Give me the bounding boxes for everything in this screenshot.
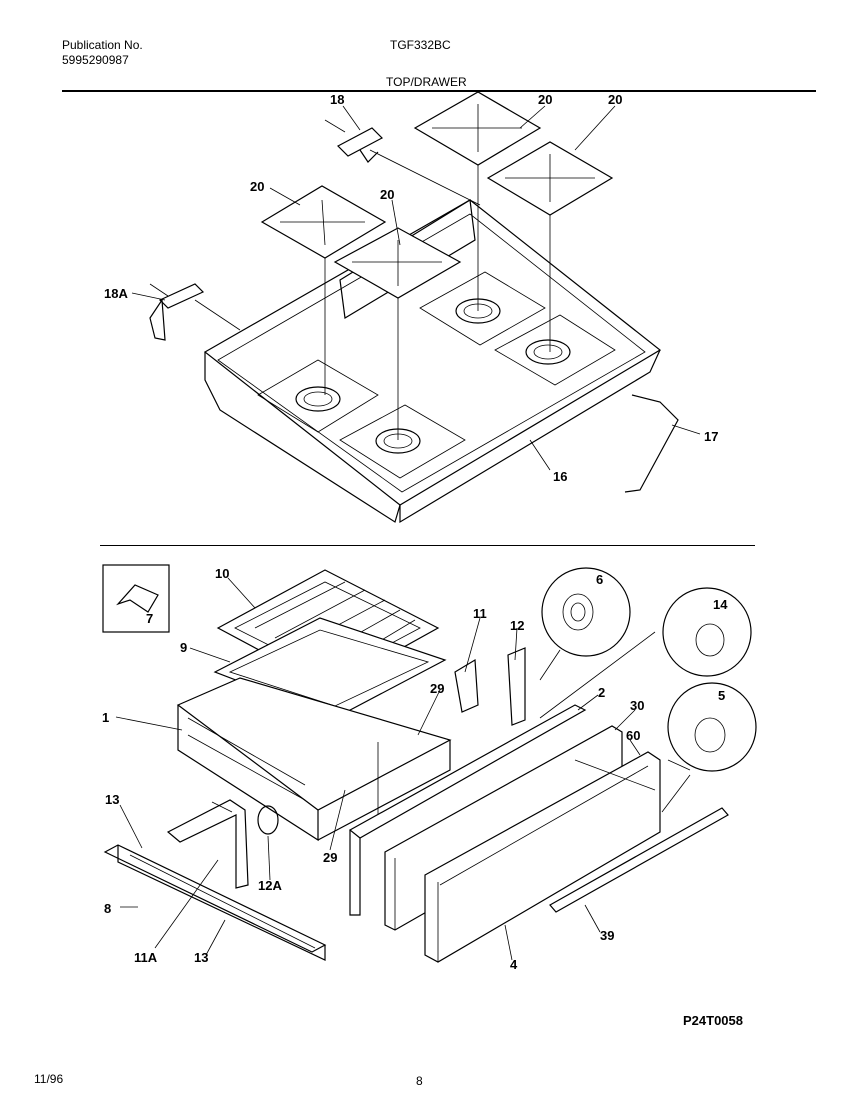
- part-7-clip: [116, 584, 159, 613]
- inset-box-7: [102, 564, 170, 633]
- callout-20: 20: [538, 92, 552, 107]
- callout-9: 9: [180, 640, 187, 655]
- bracket-12: [507, 647, 526, 726]
- callout-8: 8: [104, 901, 111, 916]
- bracket-11a: [166, 799, 249, 889]
- callout-18a: 18A: [104, 286, 128, 301]
- leaders-top: [131, 105, 701, 471]
- callout-18: 18: [330, 92, 344, 107]
- callout-11: 11: [473, 606, 487, 621]
- callout-39: 39: [600, 928, 614, 943]
- hinge-18: [324, 119, 481, 206]
- page-number: 8: [416, 1074, 423, 1088]
- cooktop-assembly: [203, 199, 662, 524]
- grate-rear-right: [486, 141, 614, 216]
- grate-left: [260, 185, 387, 268]
- knob-detail-5: [667, 682, 757, 772]
- outer-panel-4: [424, 751, 661, 963]
- leaders-bottom: [115, 577, 641, 961]
- callout-60: 60: [626, 728, 640, 743]
- support-rod-17: [624, 394, 679, 493]
- rail-13: [103, 844, 327, 961]
- callout-2: 2: [598, 685, 605, 700]
- burner-front-left: [257, 359, 379, 433]
- callout-11a: 11A: [134, 950, 158, 965]
- callout-20: 20: [608, 92, 622, 107]
- model-number: TGF332BC: [390, 38, 451, 52]
- callout-14: 14: [713, 597, 728, 612]
- callout-5: 5: [718, 688, 725, 703]
- callout-13: 13: [105, 792, 119, 807]
- section-title: TOP/DRAWER: [386, 75, 467, 89]
- callout-labels: 18 20 20 20 20 18A 16 17 7 10 9 1 11 12 …: [102, 92, 728, 972]
- grate-center: [333, 227, 462, 299]
- grate-rear-left: [413, 91, 542, 166]
- hinge-18a: [149, 283, 241, 341]
- callout-16: 16: [553, 469, 567, 484]
- callout-10: 10: [215, 566, 229, 581]
- header-rule: [62, 90, 816, 92]
- bracket-11: [454, 658, 479, 713]
- publication-label: Publication No.: [62, 38, 143, 52]
- drawer-body-1: [176, 677, 452, 842]
- callout-17: 17: [704, 429, 718, 444]
- knob-detail-14: [662, 587, 752, 677]
- screw-lines: [211, 742, 656, 815]
- footer-date: 11/96: [34, 1072, 64, 1086]
- callout-13: 13: [194, 950, 208, 965]
- drawing-id: P24T0058: [683, 1013, 743, 1028]
- callout-4: 4: [510, 957, 518, 972]
- callout-12a: 12A: [258, 878, 282, 893]
- callout-20: 20: [250, 179, 264, 194]
- callout-7: 7: [146, 611, 153, 626]
- knob-leaders: [539, 631, 691, 813]
- section-divider: [100, 545, 755, 546]
- callout-6: 6: [596, 572, 603, 587]
- trim-strip-39: [549, 807, 729, 913]
- callout-30: 30: [630, 698, 644, 713]
- knob-detail-6: [541, 567, 631, 657]
- publication-number: 5995290987: [62, 53, 129, 67]
- callout-20: 20: [380, 187, 394, 202]
- roller-12a: [257, 805, 279, 835]
- callout-1: 1: [102, 710, 109, 725]
- drawer-frame-2: [348, 704, 587, 916]
- callout-29: 29: [323, 850, 337, 865]
- callout-29: 29: [430, 681, 444, 696]
- callout-12: 12: [510, 618, 524, 633]
- burner-rear-right: [494, 314, 616, 386]
